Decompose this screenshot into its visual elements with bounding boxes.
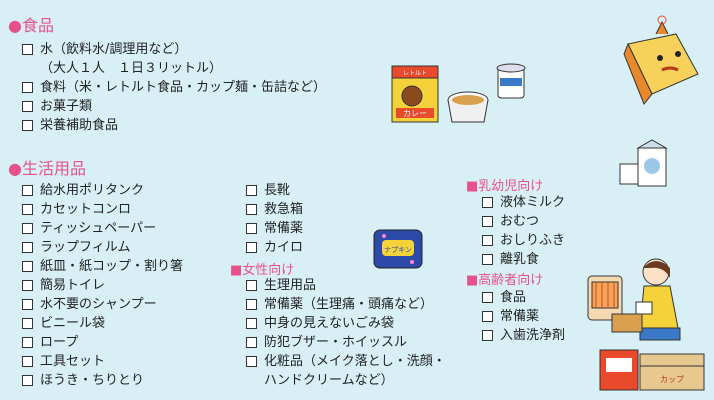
list-item: おしりふき	[480, 231, 565, 250]
list-item: 給水用ポリタンク	[20, 181, 183, 200]
curry-box-top: レトルト	[403, 70, 427, 77]
curry-box-label: カレー	[403, 109, 427, 118]
food-illustration: カレー レトルト	[391, 63, 526, 123]
list-item: 水（飲料水/調理用など）	[20, 40, 326, 59]
list-item: ロープ	[20, 333, 183, 352]
list-item: おむつ	[480, 212, 565, 231]
list-item: 長靴	[244, 181, 303, 200]
list-item: 常備薬	[244, 219, 303, 238]
infant-heading: ■乳幼児向け	[466, 179, 544, 194]
women-heading: ■女性向け	[230, 263, 295, 278]
pad-label: ナプキン	[384, 246, 412, 254]
pad-illustration: ナプキン	[373, 229, 423, 269]
daily-list-col1: 給水用ポリタンク カセットコンロ ティッシュペーパー ラップフィルム 紙皿・紙コ…	[20, 181, 183, 390]
list-item: 入歯洗浄剤	[480, 326, 565, 345]
list-item: 常備薬	[480, 307, 565, 326]
list-item: お菓子類	[20, 97, 326, 116]
list-item: カセットコンロ	[20, 200, 183, 219]
list-item: （大人１人 １日３リットル）	[40, 61, 223, 76]
list-item: 食品	[480, 288, 565, 307]
mascot-illustration	[623, 15, 699, 105]
list-item: カイロ	[244, 238, 303, 257]
list-item: 常備薬（生理痛・頭痛など）	[244, 295, 446, 314]
daily-list-col2: 長靴 救急箱 常備薬 カイロ	[244, 181, 303, 257]
infant-list: 液体ミルク おむつ おしりふき 離乳食	[480, 193, 565, 269]
elderly-heading: ■高齢者向け	[466, 273, 544, 288]
list-item: 水不要のシャンプー	[20, 295, 183, 314]
box-label: カップ	[660, 375, 684, 384]
list-item: ハンドクリームなど）	[264, 373, 394, 388]
list-item: ラップフィルム	[20, 238, 183, 257]
milk-illustration	[619, 139, 668, 187]
list-item: 生理用品	[244, 276, 446, 295]
list-item: 防犯ブザー・ホイッスル	[244, 333, 446, 352]
woman-illustration: カップ	[587, 258, 705, 391]
list-item: ティッシュペーパー	[20, 219, 183, 238]
list-item: 栄養補助食品	[20, 116, 326, 135]
elderly-list: 食品 常備薬 入歯洗浄剤	[480, 288, 565, 345]
list-item: 簡易トイレ	[20, 276, 183, 295]
food-heading: ●食品	[8, 16, 54, 35]
list-item: 液体ミルク	[480, 193, 565, 212]
list-item: ビニール袋	[20, 314, 183, 333]
list-item: 工具セット	[20, 352, 183, 371]
list-item: 食料（米・レトルト食品・カップ麺・缶詰など）	[20, 78, 326, 97]
list-item: 救急箱	[244, 200, 303, 219]
list-item: 化粧品（メイク落とし・洗顔・	[244, 352, 446, 371]
list-item: 離乳食	[480, 250, 565, 269]
women-list: 生理用品 常備薬（生理痛・頭痛など） 中身の見えないごみ袋 防犯ブザー・ホイッス…	[244, 276, 446, 390]
list-item: 中身の見えないごみ袋	[244, 314, 446, 333]
daily-heading: ●生活用品	[8, 159, 86, 178]
food-list: 水（飲料水/調理用など） （大人１人 １日３リットル） 食料（米・レトルト食品・…	[20, 40, 326, 135]
list-item: ほうき・ちりとり	[20, 371, 183, 390]
list-item: 紙皿・紙コップ・割り箸	[20, 257, 183, 276]
